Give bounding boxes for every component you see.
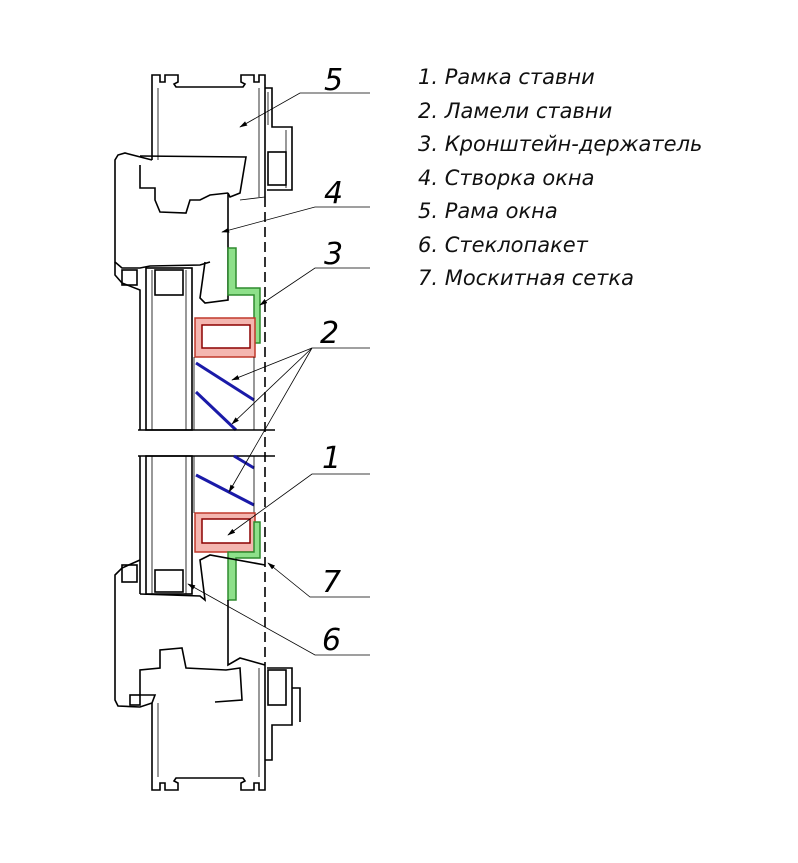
- callout-number: 2: [320, 316, 339, 351]
- lower-window-frame: [151, 665, 301, 791]
- callout-6: 6: [187, 583, 370, 658]
- upper-window-frame: [151, 74, 293, 197]
- legend-item: 7. Москитная сетка: [418, 266, 634, 290]
- legend-item: 5. Рама окна: [418, 199, 558, 223]
- callout-3: 3: [259, 237, 370, 306]
- callout-number: 1: [322, 441, 341, 476]
- callout-number: 5: [324, 63, 343, 98]
- legend-item: 1. Рамка ставни: [418, 65, 595, 89]
- callout-4: 4: [221, 176, 370, 233]
- callout-number: 6: [322, 623, 341, 658]
- shutter-frame-upper: [194, 317, 256, 358]
- bracket-upper: [227, 247, 261, 344]
- shutter-frame-lower: [194, 512, 256, 553]
- glazing-unit-upper: [145, 267, 193, 431]
- lower-window-sash: [114, 554, 266, 708]
- callout-2: 2: [228, 316, 370, 493]
- bracket-lower: [227, 521, 261, 601]
- shutter-slats-upper: [193, 357, 255, 432]
- callout-number: 7: [322, 565, 341, 600]
- callout-number: 3: [324, 237, 343, 272]
- upper-window-sash: [114, 152, 266, 430]
- glazing-unit-lower: [139, 455, 193, 595]
- callout-7: 7: [267, 562, 370, 600]
- shutter-slats-lower: [193, 454, 255, 513]
- callout-1: 1: [227, 441, 370, 536]
- callout-number: 4: [324, 176, 343, 211]
- legend: 1. Рамка ставни 2. Ламели ставни 3. Крон…: [418, 62, 702, 297]
- legend-item: 3. Кронштейн-держатель: [418, 132, 703, 156]
- legend-item: 2. Ламели ставни: [418, 98, 613, 123]
- legend-item: 6. Стеклопакет: [418, 232, 588, 257]
- legend-item: 4. Створка окна: [418, 165, 595, 190]
- callout-5: 5: [239, 63, 370, 128]
